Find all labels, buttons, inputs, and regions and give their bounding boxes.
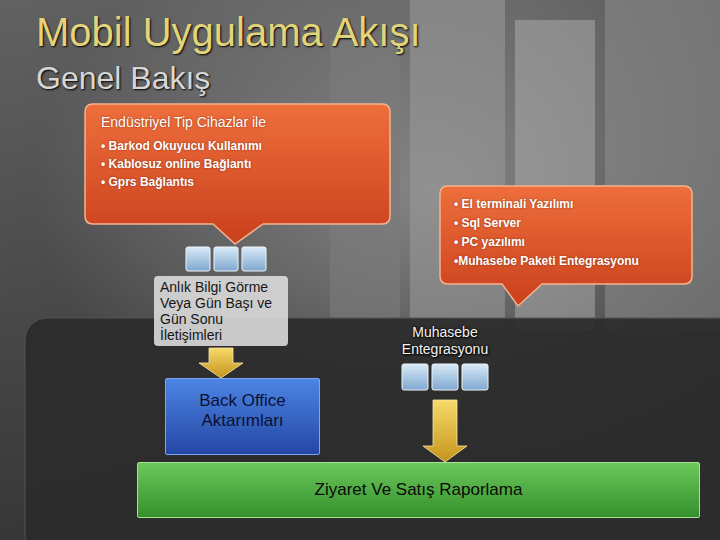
report-band: Ziyaret Ve Satış Raporlama: [137, 462, 700, 518]
device-icon: [242, 247, 266, 271]
box-bullet: •Muhasebe Paketi Entegrasyonu: [454, 252, 680, 271]
device-icon: [186, 247, 210, 271]
device-icons: [186, 247, 266, 271]
box-bullet: • Sql Server: [454, 214, 680, 233]
callout-outline: [440, 186, 692, 306]
process-box: Back Office Aktarımları: [165, 378, 320, 455]
box-text: • El terminali Yazılımı: [454, 195, 680, 214]
callout-outline: [85, 104, 390, 244]
box-text: Back Office Aktarımları: [174, 391, 311, 431]
box-text: Muhasebe Entegrasyonu: [389, 324, 501, 358]
device-icon: [462, 364, 488, 390]
callout-box: Endüstriyel Tip Cihazlar ile • Barkod Oku…: [85, 104, 390, 224]
integration-icons: [402, 364, 488, 390]
device-icon: [214, 247, 238, 271]
dark-panel: [25, 318, 720, 540]
integration-box: Muhasebe Entegrasyonu: [385, 322, 505, 398]
box-text: Endüstriyel Tip Cihazlar ile: [101, 113, 376, 131]
subtitle: Genel Bakış: [36, 60, 210, 97]
info-box: Anlık Bilgi Görme Veya Gün Başı ve Gün S…: [154, 276, 288, 346]
box-bullet: • PC yazılımı: [454, 233, 680, 252]
flow-arrow: [423, 400, 467, 462]
box-text: Anlık Bilgi Görme Veya Gün Başı ve Gün S…: [160, 279, 282, 343]
box-bullet: • Gprs Bağlantıs: [101, 173, 376, 191]
box-bullet: • Kablosuz online Bağlantı: [101, 155, 376, 173]
box-bullet: • Barkod Okuyucu Kullanımı: [101, 137, 376, 155]
callout-box: • El terminali Yazılımı• Sql Server• PC …: [440, 186, 692, 284]
flow-arrow: [199, 348, 243, 378]
box-text: Ziyaret Ve Satış Raporlama: [315, 480, 523, 500]
device-icon: [402, 364, 428, 390]
device-icon: [432, 364, 458, 390]
page-title: Mobil Uygulama Akışı: [36, 10, 421, 55]
